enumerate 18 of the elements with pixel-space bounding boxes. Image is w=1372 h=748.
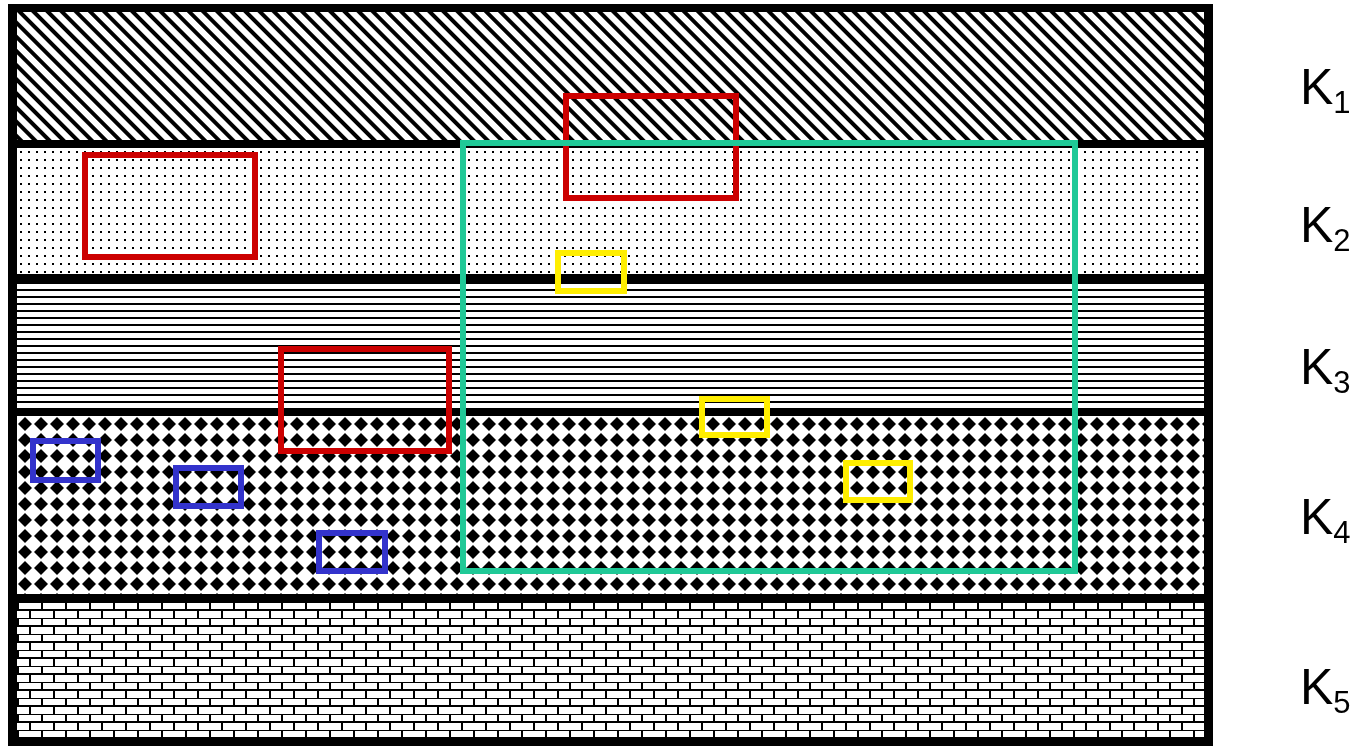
highlight-rectangle — [30, 438, 101, 483]
layer-label: K$_{4}$ — [1300, 492, 1351, 542]
layer-band — [17, 602, 1204, 737]
highlight-rectangle — [173, 465, 244, 509]
layer-label: K$_{3}$ — [1300, 342, 1351, 392]
highlight-rectangle — [699, 396, 770, 438]
layer-band — [17, 416, 1204, 594]
layer-label: K$_{5}$ — [1300, 662, 1351, 712]
highlight-rectangle — [278, 346, 452, 454]
highlight-rectangle — [460, 140, 1078, 574]
highlight-rectangle — [82, 152, 258, 260]
layer-band — [17, 12, 1204, 140]
highlight-rectangle — [843, 460, 913, 503]
layer-label: K$_{1}$ — [1300, 62, 1351, 112]
highlight-rectangle — [563, 93, 739, 201]
highlight-rectangle — [316, 530, 388, 574]
highlight-rectangle — [555, 250, 627, 294]
layer-label: K$_{2}$ — [1300, 200, 1351, 250]
